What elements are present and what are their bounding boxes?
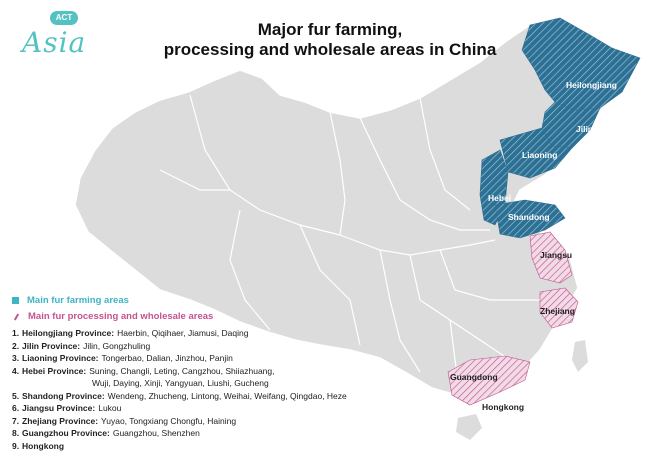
area-list: 1. Heilongjiang Province: Haerbin, Qiqih…	[12, 327, 347, 452]
farming-swatch	[12, 297, 19, 304]
area-number: 8.	[12, 428, 20, 438]
area-province: Jilin Province:	[22, 340, 81, 351]
area-province: Heilongjiang Province:	[22, 328, 115, 338]
area-province: Jiangsu Province:	[22, 403, 96, 413]
area-province: Guangzhou Province:	[22, 428, 110, 438]
logo-asia-text: Asia	[22, 26, 87, 59]
area-list-item: 3. Liaoning Province: Tongerbao, Dalian,…	[12, 352, 347, 365]
area-number: 1.	[12, 328, 20, 338]
area-cities: Lukou	[98, 403, 122, 413]
area-number: 7.	[12, 415, 20, 426]
map-label-shandong: Shandong	[508, 212, 550, 222]
area-list-item: 2. Jilin Province: Jilin, Gongzhuling	[12, 340, 347, 353]
area-cities: Haerbin, Qiqihaer, Jiamusi, Daqing	[117, 328, 249, 338]
area-province: Zhejiang Province:	[22, 415, 99, 426]
area-number: 3.	[12, 353, 20, 363]
area-list-item: 8. Guangzhou Province: Guangzhou, Shenzh…	[12, 427, 347, 440]
area-province: Liaoning Province:	[22, 353, 99, 363]
legend-processing: Main fur processing and wholesale areas	[12, 311, 347, 322]
map-title: Major fur farming, processing and wholes…	[150, 20, 510, 60]
map-legend: Main fur farming areas Main fur processi…	[12, 295, 347, 452]
area-list-item: 1. Heilongjiang Province: Haerbin, Qiqih…	[12, 327, 347, 340]
area-number: 5.	[12, 390, 20, 401]
map-label-liaoning: Liaoning	[522, 150, 558, 160]
area-list-item: 7. Zhejiang Province: Yuyao, Tongxiang C…	[12, 415, 347, 428]
map-title-line-2: processing and wholesale areas in China	[163, 40, 497, 59]
area-cities: Suning, Changli, Leting, Cangzhou, Shiia…	[89, 365, 275, 376]
area-cities-continued: Wuji, Daying, Xinji, Yangyuan, Liushi, G…	[92, 378, 269, 388]
area-number: 9.	[12, 440, 20, 451]
area-cities: Jilin, Gongzhuling	[83, 340, 151, 351]
area-cities: Tongerbao, Dalian, Jinzhou, Panjin	[101, 353, 233, 363]
province-boundaries	[159, 94, 545, 397]
map-label-hebei: Hebei	[488, 193, 512, 203]
legend-processing-label: Main fur processing and wholesale areas	[28, 311, 214, 322]
map-label-hongkong: Hongkong	[482, 402, 525, 412]
logo-act-badge: ACT	[50, 11, 78, 25]
act-asia-logo: ACT Asia	[14, 8, 124, 68]
area-cities: Wendeng, Zhucheng, Lintong, Weihai, Weif…	[107, 390, 347, 401]
taiwan-island	[572, 340, 588, 372]
map-title-line-1: Major fur farming,	[257, 20, 403, 39]
area-province: Hebei Province:	[22, 365, 87, 376]
map-label-zhejiang: Zhejiang	[540, 306, 575, 316]
legend-farming-label: Main fur farming areas	[27, 295, 129, 306]
area-province: Hongkong	[22, 440, 65, 451]
area-number: 4.	[12, 365, 20, 376]
area-list-item: 6. Jiangsu Province: Lukou	[12, 402, 347, 415]
processing-swatch	[13, 312, 20, 321]
area-cities: Yuyao, Tongxiang Chongfu, Haining	[101, 415, 237, 426]
processing-area-jiangsu	[529, 231, 573, 284]
area-list-item: 9. Hongkong	[12, 440, 347, 453]
hainan-island	[456, 414, 482, 440]
map-label-jiangsu: Jiangsu	[540, 250, 573, 260]
area-number: 6.	[12, 403, 20, 413]
area-number: 2.	[12, 340, 20, 351]
processing-area-guangdong	[447, 355, 531, 406]
processing-area-zhejiang	[539, 287, 579, 329]
farming-area-shandong	[494, 199, 566, 239]
area-list-item: 4. Hebei Province: Suning, Changli, Leti…	[12, 365, 347, 378]
farming-area-liaoning	[499, 127, 573, 179]
legend-farming: Main fur farming areas	[12, 295, 347, 306]
area-list-item: 5. Shandong Province: Wendeng, Zhucheng,…	[12, 390, 347, 403]
area-province: Shandong Province:	[22, 390, 105, 401]
map-label-jilin: Jilin	[576, 124, 594, 134]
area-cities: Guangzhou, Shenzhen	[112, 428, 200, 438]
map-label-heilongjiang: Heilongjiang	[566, 80, 617, 90]
map-label-guangdong: Guangdong	[450, 372, 498, 382]
